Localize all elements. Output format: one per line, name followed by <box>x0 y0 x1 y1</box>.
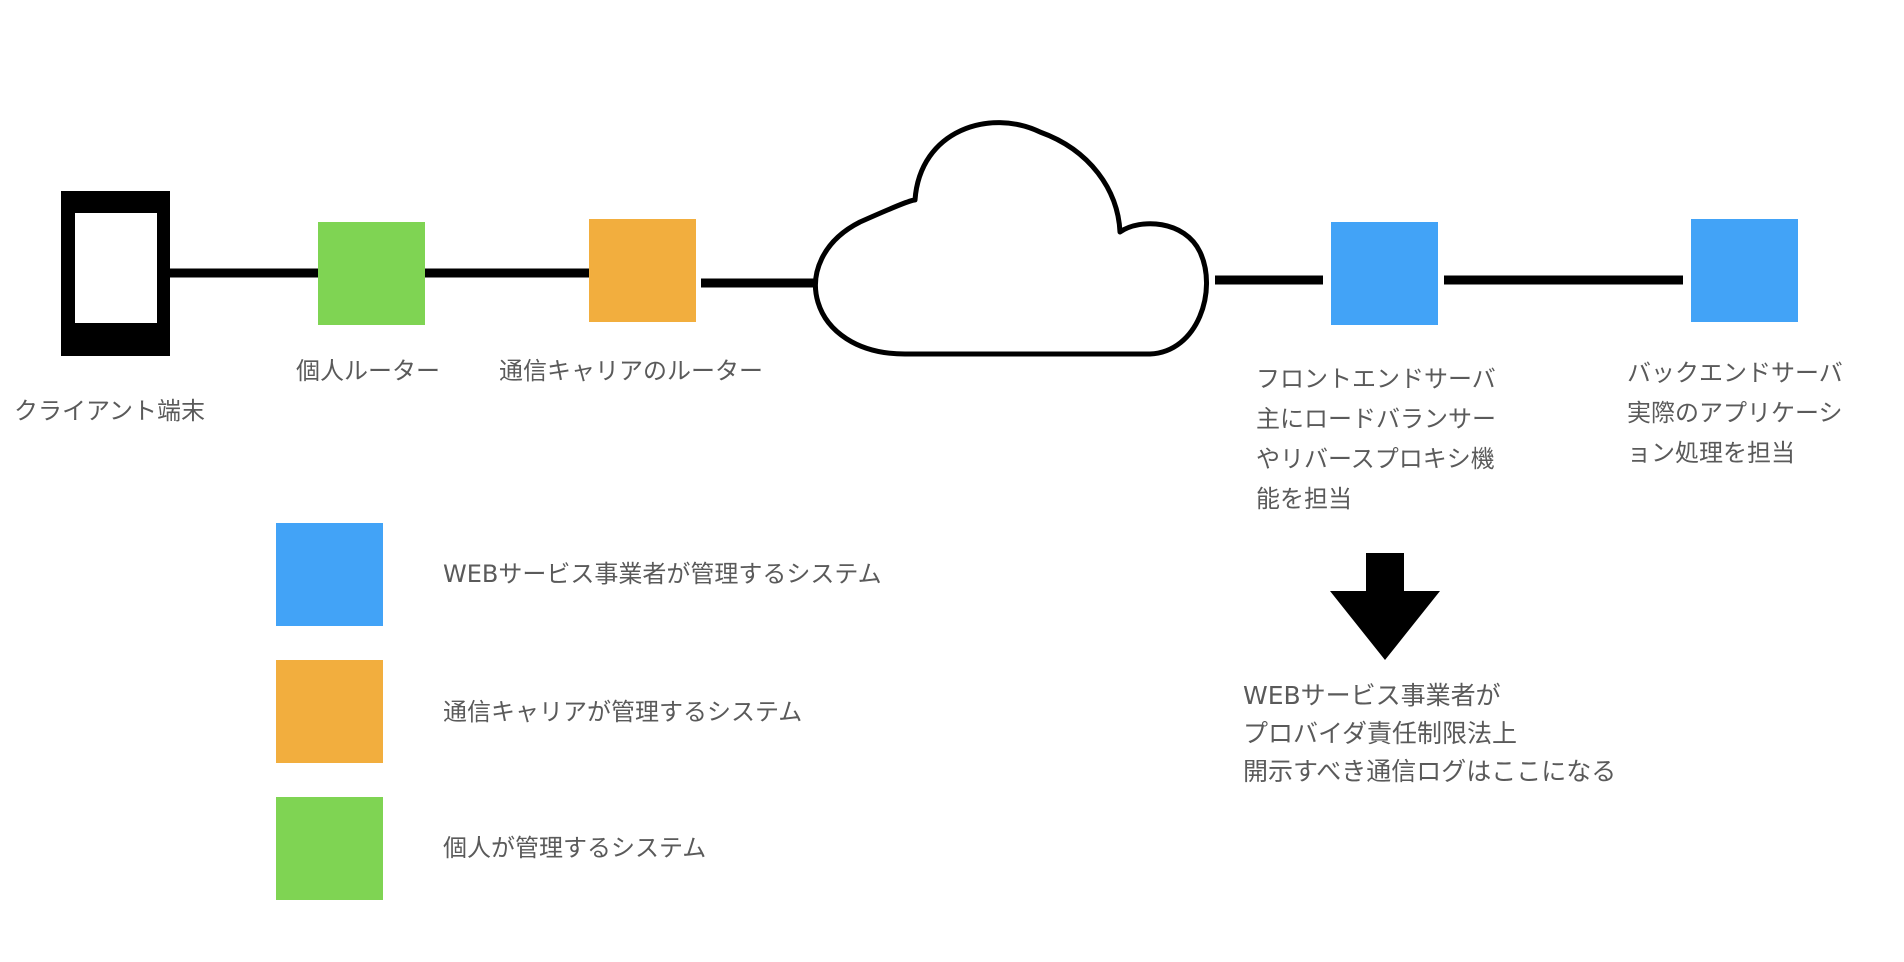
frontend-label: フロントエンドサーバ 主にロードバランサー やリバースプロキシ機 能を担当 <box>1256 359 1496 519</box>
legend-swatch-personal <box>276 797 383 900</box>
note-line: プロバイダ責任制限法上 <box>1243 719 1518 748</box>
frontend-label-line: 主にロードバランサー <box>1256 405 1496 433</box>
backend-label-line: 実際のアプリケーシ <box>1627 399 1843 427</box>
log-disclosure-note: WEBサービス事業者が プロバイダ責任制限法上 開示すべき通信ログはここになる <box>1243 677 1616 791</box>
backend-label-line: ョン処理を担当 <box>1627 439 1795 467</box>
cloud-icon <box>813 120 1210 357</box>
frontend-label-line: フロントエンドサーバ <box>1256 365 1496 393</box>
frontend-label-line: 能を担当 <box>1256 485 1352 513</box>
legend-label-personal: 個人が管理するシステム <box>443 834 707 862</box>
backend-label-line: バックエンドサーバ <box>1627 359 1843 387</box>
note-line: 開示すべき通信ログはここになる <box>1243 757 1617 786</box>
personal-router-label: 個人ルーター <box>296 357 440 385</box>
carrier-router-box <box>589 219 696 322</box>
backend-label: バックエンドサーバ 実際のアプリケーシ ョン処理を担当 <box>1627 353 1843 473</box>
arrow-down-icon <box>1330 553 1440 660</box>
frontend-label-line: やリバースプロキシ機 <box>1256 445 1495 473</box>
backend-server-box <box>1691 219 1798 322</box>
legend-swatch-web-service <box>276 523 383 626</box>
legend-swatch-carrier <box>276 660 383 763</box>
frontend-server-box <box>1331 222 1438 325</box>
smartphone-icon <box>61 191 170 356</box>
carrier-router-label: 通信キャリアのルーター <box>499 357 763 385</box>
legend-label-carrier: 通信キャリアが管理するシステム <box>443 698 803 726</box>
client-label: クライアント端末 <box>14 397 206 425</box>
note-line: WEBサービス事業者が <box>1243 681 1501 710</box>
legend-label-web-service: WEBサービス事業者が管理するシステム <box>443 560 882 588</box>
personal-router-box <box>318 222 425 325</box>
